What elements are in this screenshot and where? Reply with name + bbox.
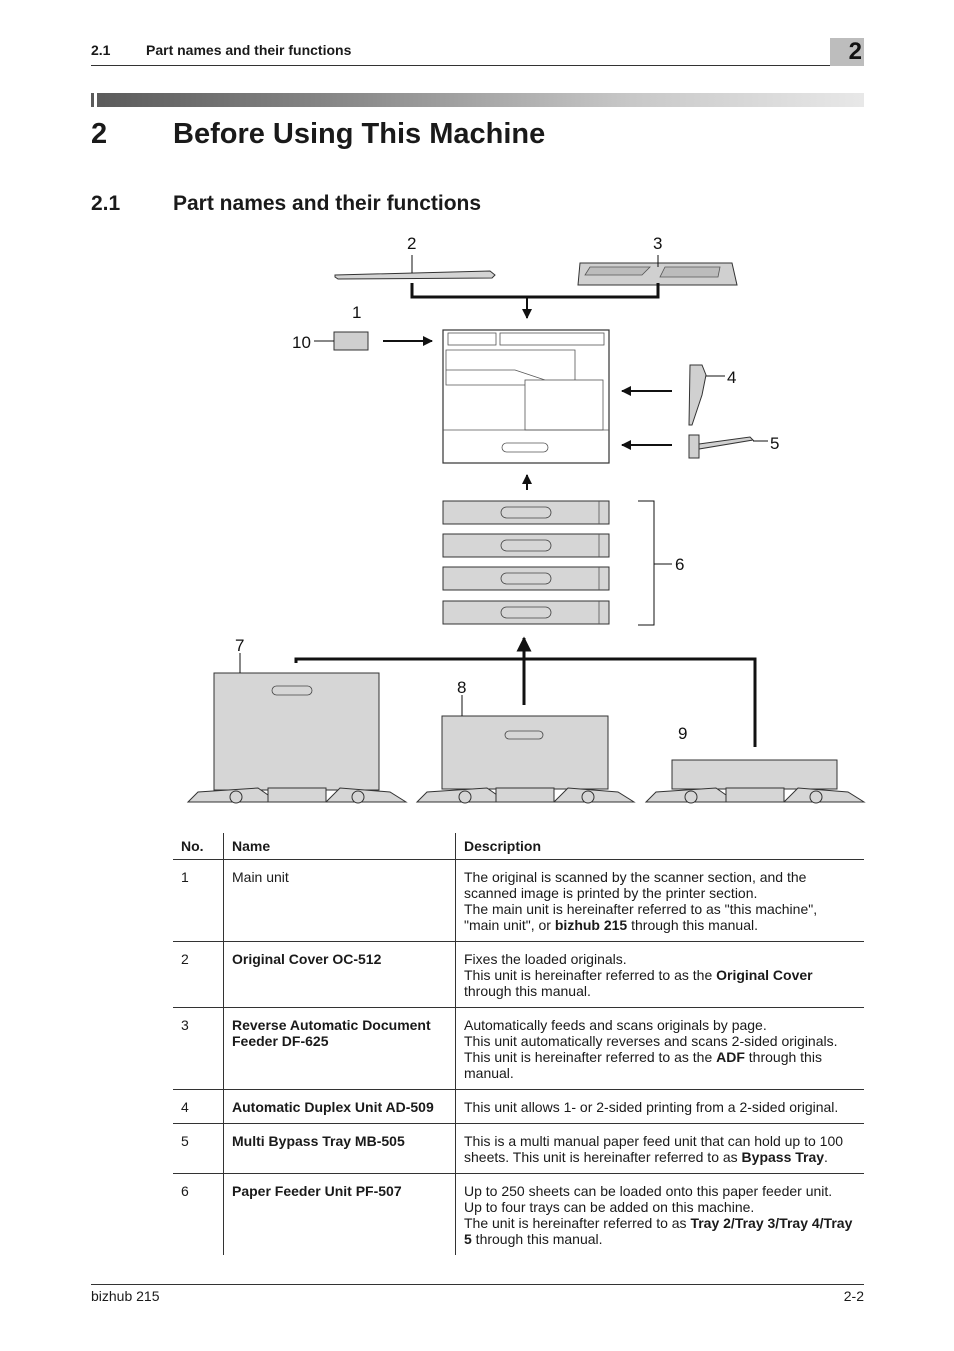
machine-configuration-diagram: 2 3 1 10 4 5 6 7 8 9	[186, 234, 866, 804]
adf-illustration	[577, 262, 738, 286]
callout-10: 10	[292, 333, 311, 352]
description-text: through this manual.	[464, 1049, 822, 1081]
chapter-tab-number: 2	[848, 38, 862, 65]
chapter-tab: 2	[830, 38, 864, 66]
callout-9: 9	[678, 724, 687, 743]
part-name: Paper Feeder Unit PF-507	[223, 1173, 456, 1255]
description-text: This unit is hereinafter referred to as …	[464, 967, 717, 983]
description-emphasis: Tray 2/Tray 3/Tray 4/Tray 5	[464, 1215, 853, 1247]
description-text: This unit is hereinafter referred to as …	[464, 1049, 717, 1065]
description-text: This is a multi manual paper feed unit t…	[464, 1133, 844, 1165]
part-description: Automatically feeds and scans originals …	[455, 1007, 864, 1090]
part-description: This is a multi manual paper feed unit t…	[455, 1123, 864, 1174]
description-text: through this manual.	[471, 1231, 603, 1247]
description-line: This unit automatically reverses and sca…	[464, 1033, 856, 1049]
callout-3: 3	[653, 234, 662, 253]
description-text: .	[824, 1149, 828, 1165]
row-number: 3	[173, 1007, 224, 1090]
table-row: 6 Paper Feeder Unit PF-507 Up to 250 sheet…	[173, 1173, 864, 1255]
original-cover-illustration	[334, 270, 496, 280]
row-number: 2	[173, 941, 224, 1008]
description-text: The unit is hereinafter referred to as	[464, 1215, 691, 1231]
header-rule	[91, 65, 864, 66]
description-text: Fixes the loaded originals.	[464, 951, 627, 967]
description-line: The unit is hereinafter referred to as T…	[464, 1215, 856, 1247]
description-text: This unit automatically reverses and sca…	[464, 1033, 838, 1049]
section-title: Part names and their functions	[173, 192, 482, 215]
desk-illustration	[186, 672, 408, 804]
description-text: through this manual.	[627, 917, 758, 933]
column-header-name: Name	[223, 833, 456, 860]
description-emphasis: bizhub 215	[554, 917, 628, 933]
stand-illustration	[644, 759, 866, 804]
description-text: This unit allows 1- or 2-sided printing …	[464, 1099, 839, 1115]
callout-8: 8	[457, 678, 466, 697]
callout-4: 4	[727, 368, 736, 387]
description-line: This unit allows 1- or 2-sided printing …	[464, 1099, 856, 1115]
description-emphasis: Bypass Tray	[741, 1149, 825, 1165]
description-line: Fixes the loaded originals.	[464, 951, 856, 967]
callout-1: 1	[352, 303, 361, 322]
duplex-unit-illustration	[688, 364, 707, 426]
description-line: This is a multi manual paper feed unit t…	[464, 1133, 856, 1165]
row-number: 4	[173, 1089, 224, 1124]
part-description: Up to 250 sheets can be loaded onto this…	[455, 1173, 864, 1255]
running-header-section-number: 2.1	[91, 42, 111, 58]
part-name: Multi Bypass Tray MB-505	[223, 1123, 456, 1174]
part-name: Original Cover OC-512	[223, 941, 456, 1008]
row-number: 1	[173, 859, 224, 942]
row-number: 5	[173, 1123, 224, 1174]
part-name: Reverse Automatic Document Feeder DF-625	[223, 1007, 456, 1090]
paper-feeder-trays-illustration	[442, 500, 610, 625]
callout-5: 5	[770, 434, 779, 453]
description-line: Up to four trays can be added on this ma…	[464, 1199, 856, 1215]
description-line: The main unit is hereinafter referred to…	[464, 901, 856, 933]
description-emphasis: ADF	[716, 1049, 745, 1065]
bypass-tray-illustration	[688, 434, 755, 459]
description-text: The main unit is hereinafter referred to…	[464, 901, 818, 933]
description-text: Up to 250 sheets can be loaded onto this…	[464, 1183, 833, 1199]
chapter-title: Before Using This Machine	[173, 118, 546, 150]
description-text: The original is scanned by the scanner s…	[464, 869, 807, 901]
description-line: This unit is hereinafter referred to as …	[464, 967, 856, 999]
column-header-no: No.	[173, 833, 224, 860]
main-unit-illustration	[442, 329, 610, 464]
section-number: 2.1	[91, 192, 121, 215]
description-text: Up to four trays can be added on this ma…	[464, 1199, 755, 1215]
running-header-section-title: Part names and their functions	[146, 42, 352, 58]
part-description: The original is scanned by the scanner s…	[455, 859, 864, 942]
description-emphasis: Original Cover	[716, 967, 813, 983]
option-10-illustration	[333, 331, 369, 351]
cabinet-illustration	[415, 715, 636, 804]
description-text: through this manual.	[464, 983, 591, 999]
description-line: Up to 250 sheets can be loaded onto this…	[464, 1183, 856, 1199]
callout-6: 6	[675, 555, 684, 574]
footer-rule	[91, 1284, 864, 1285]
part-name: Main unit	[223, 859, 456, 942]
description-line: This unit is hereinafter referred to as …	[464, 1049, 856, 1081]
description-line: Automatically feeds and scans originals …	[464, 1017, 856, 1033]
description-text: Automatically feeds and scans originals …	[464, 1017, 767, 1033]
column-header-description: Description	[455, 833, 864, 860]
chapter-number: 2	[91, 118, 108, 150]
part-description: Fixes the loaded originals.This unit is …	[455, 941, 864, 1008]
chapter-gradient-bar	[91, 93, 864, 107]
callout-2: 2	[407, 234, 416, 253]
footer-product: bizhub 215	[91, 1288, 160, 1304]
callout-7: 7	[235, 636, 244, 655]
row-number: 6	[181, 1183, 189, 1199]
table-header-row: No. Name Description	[173, 833, 864, 860]
footer-page-number: 2-2	[843, 1288, 864, 1304]
description-line: The original is scanned by the scanner s…	[464, 869, 856, 901]
part-description: This unit allows 1- or 2-sided printing …	[455, 1089, 864, 1124]
part-name: Automatic Duplex Unit AD-509	[223, 1089, 456, 1124]
